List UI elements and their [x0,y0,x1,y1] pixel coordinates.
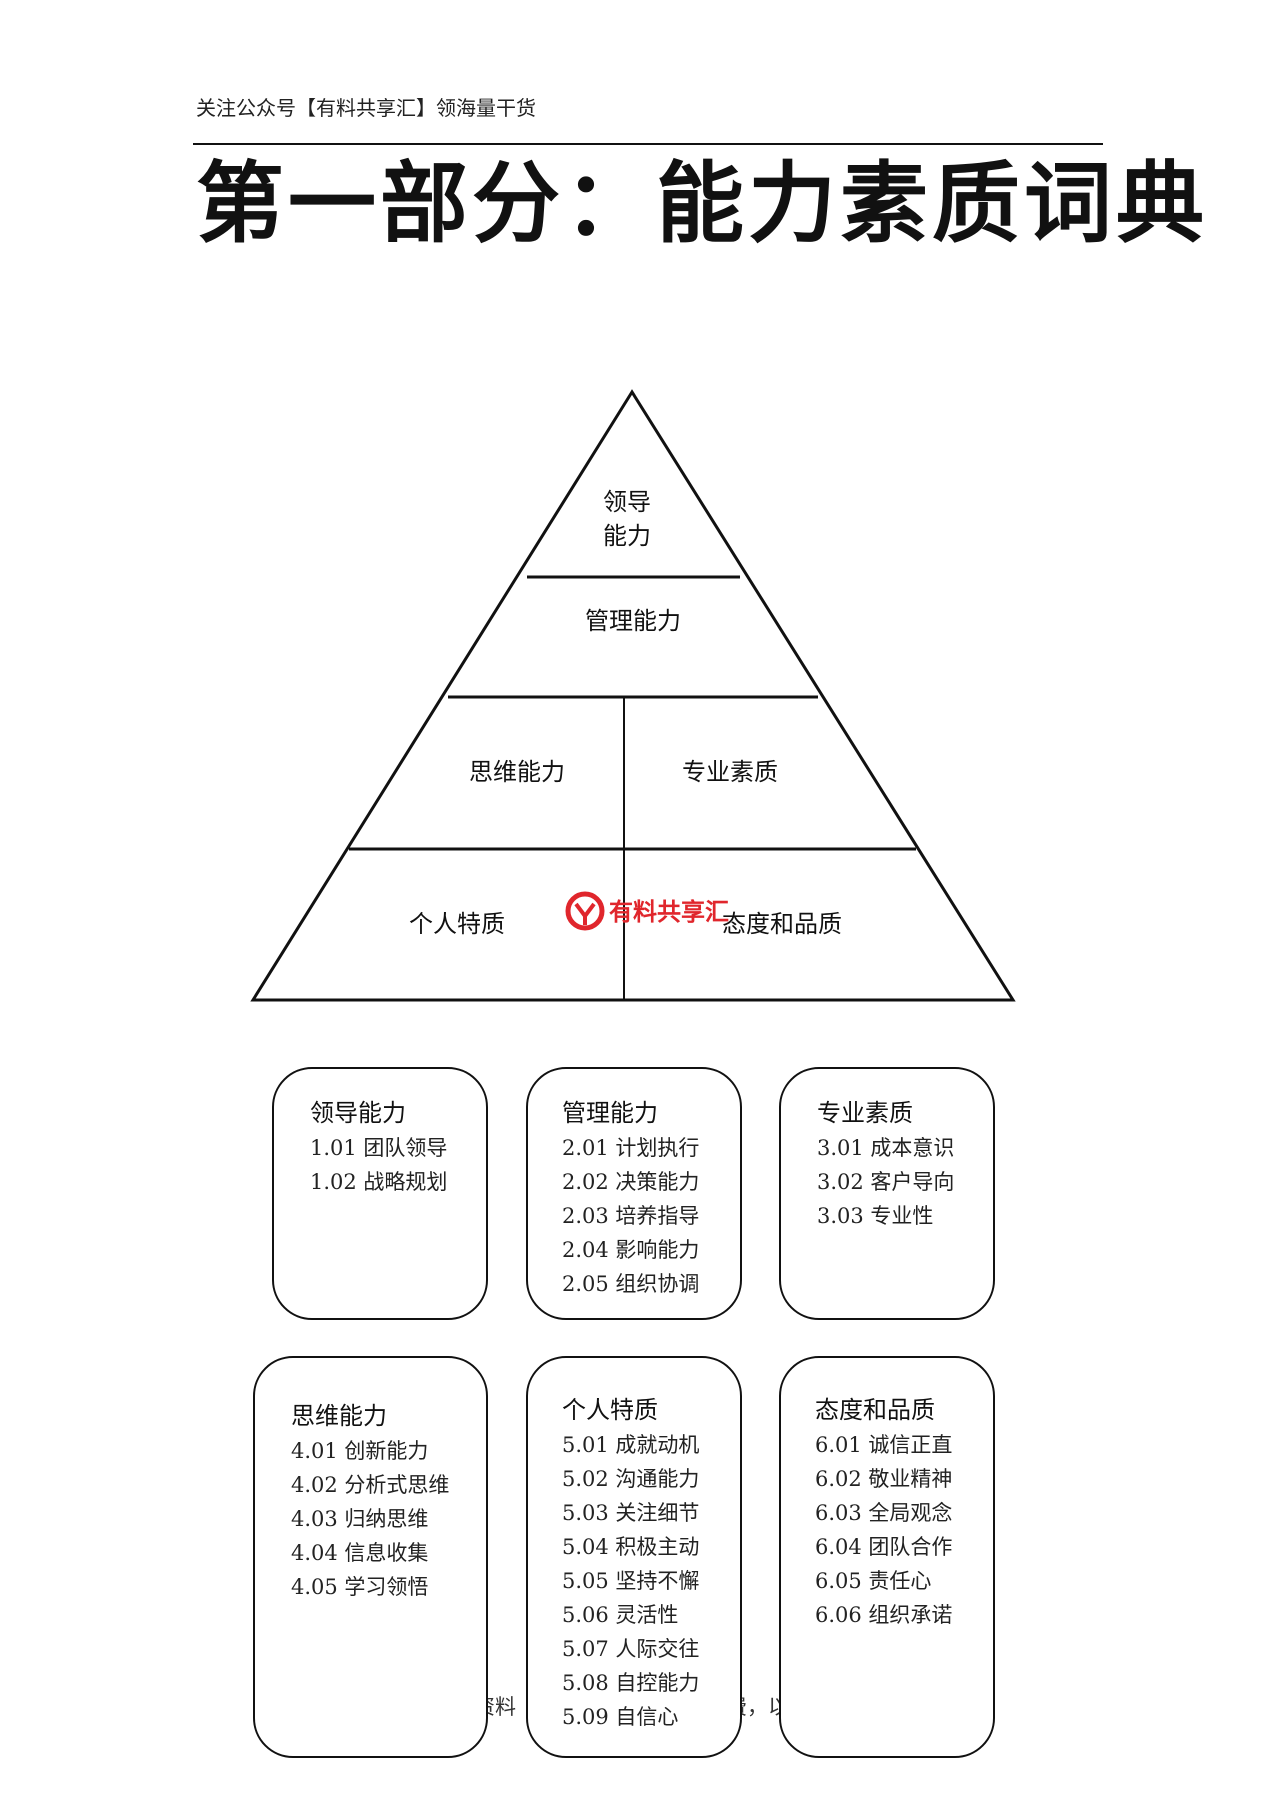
list-item: 4.02 分析式思维 [291,1473,450,1497]
list-item: 1.02 战略规划 [310,1170,448,1194]
competency-box-leadership: 领导能力 1.01 团队领导 1.02 战略规划 [272,1067,488,1320]
pyramid-label-leadership-1: 领导 [603,488,651,516]
list-item: 3.03 专业性 [817,1204,934,1228]
list-item: 4.01 创新能力 [291,1439,429,1463]
list-item: 5.06 灵活性 [562,1603,679,1627]
pyramid-outline [250,389,1016,1002]
box-title: 专业素质 [817,1099,913,1127]
pyramid-label-management: 管理能力 [585,607,681,635]
competency-box-personal-traits: 个人特质 5.01 成就动机 5.02 沟通能力 5.03 关注细节 5.04 … [526,1356,742,1758]
page-header-text: 关注公众号【有料共享汇】领海量干货 [196,96,536,120]
list-item: 2.02 决策能力 [562,1170,700,1194]
watermark-logo-mark [565,891,605,931]
pyramid-label-leadership-2: 能力 [603,522,651,550]
list-item: 2.05 组织协调 [562,1272,700,1296]
header-divider [193,143,1103,145]
box-item-list: 5.01 成就动机 5.02 沟通能力 5.03 关注细节 5.04 积极主动 … [562,1428,699,1734]
list-item: 6.04 团队合作 [815,1535,953,1559]
competency-box-professional: 专业素质 3.01 成本意识 3.02 客户导向 3.03 专业性 [779,1067,995,1320]
list-item: 6.01 诚信正直 [815,1433,953,1457]
pyramid-label-professional: 专业素质 [682,758,778,786]
list-item: 3.02 客户导向 [817,1170,955,1194]
list-item: 5.09 自信心 [562,1705,679,1729]
box-item-list: 1.01 团队领导 1.02 战略规划 [310,1131,447,1199]
list-item: 6.06 组织承诺 [815,1603,953,1627]
competency-box-attitude: 态度和品质 6.01 诚信正直 6.02 敬业精神 6.03 全局观念 6.04… [779,1356,995,1758]
list-item: 3.01 成本意识 [817,1136,955,1160]
list-item: 5.01 成就动机 [562,1433,700,1457]
box-item-list: 4.01 创新能力 4.02 分析式思维 4.03 归纳思维 4.04 信息收集… [291,1434,449,1604]
list-item: 4.04 信息收集 [291,1541,429,1565]
list-item: 2.04 影响能力 [562,1238,700,1262]
list-item: 6.05 责任心 [815,1569,932,1593]
list-item: 4.05 学习领悟 [291,1575,429,1599]
list-item: 5.03 关注细节 [562,1501,700,1525]
list-item: 5.05 坚持不懈 [562,1569,700,1593]
list-item: 2.01 计划执行 [562,1136,700,1160]
list-item: 5.02 沟通能力 [562,1467,700,1491]
competency-box-management: 管理能力 2.01 计划执行 2.02 决策能力 2.03 培养指导 2.04 … [526,1067,742,1320]
box-item-list: 6.01 诚信正直 6.02 敬业精神 6.03 全局观念 6.04 团队合作 … [815,1428,952,1632]
list-item: 5.07 人际交往 [562,1637,700,1661]
pyramid-label-personal-traits: 个人特质 [409,910,505,938]
watermark-logo: 有料共享汇 [565,891,729,931]
list-item: 2.03 培养指导 [562,1204,700,1228]
box-title: 态度和品质 [815,1396,935,1424]
box-item-list: 3.01 成本意识 3.02 客户导向 3.03 专业性 [817,1131,954,1233]
list-item: 5.04 积极主动 [562,1535,700,1559]
page-title: 第一部分：能力素质词典 [196,152,1209,255]
list-item: 4.03 归纳思维 [291,1507,429,1531]
list-item: 1.01 团队领导 [310,1136,448,1160]
box-title: 个人特质 [562,1396,658,1424]
competency-box-thinking: 思维能力 4.01 创新能力 4.02 分析式思维 4.03 归纳思维 4.04… [253,1356,488,1758]
list-item: 6.02 敬业精神 [815,1467,953,1491]
list-item: 5.08 自控能力 [562,1671,700,1695]
box-title: 管理能力 [562,1099,658,1127]
box-title: 领导能力 [310,1099,406,1127]
pyramid-label-attitude: 态度和品质 [722,910,842,938]
box-item-list: 2.01 计划执行 2.02 决策能力 2.03 培养指导 2.04 影响能力 … [562,1131,699,1301]
pyramid-label-thinking: 思维能力 [469,758,565,786]
list-item: 6.03 全局观念 [815,1501,953,1525]
box-title: 思维能力 [291,1402,387,1430]
watermark-text: 有料共享汇 [609,897,729,926]
